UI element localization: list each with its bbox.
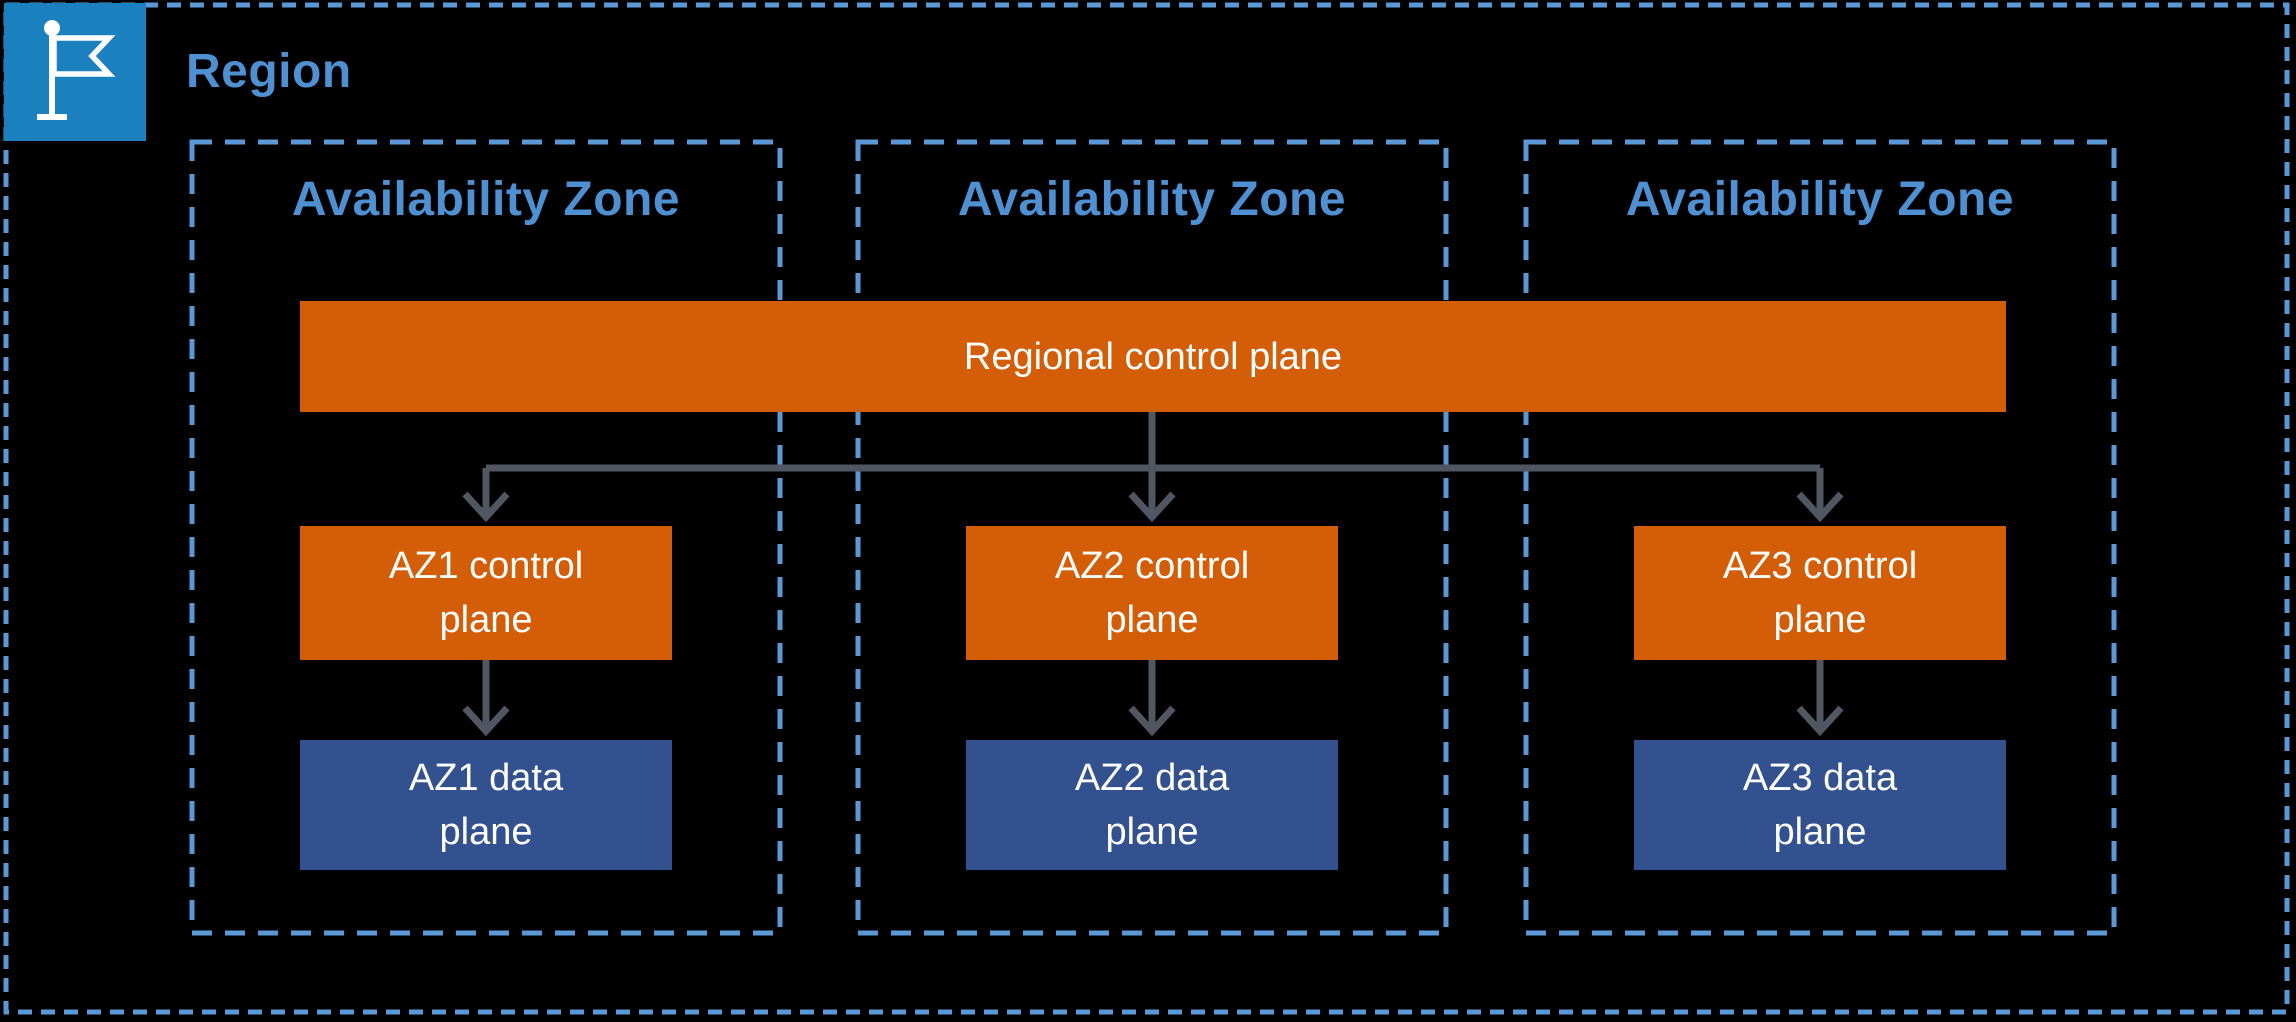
az1-data-plane-box: AZ1 data plane <box>300 740 672 870</box>
availability-zone-1-label: Availability Zone <box>291 173 681 226</box>
az1-data-plane-label: AZ1 data plane <box>408 757 564 853</box>
az3-control-plane-label: AZ3 control plane <box>1722 545 1918 641</box>
az1-control-plane-box: AZ1 control plane <box>300 526 672 660</box>
region-label: Region <box>186 45 352 98</box>
az2-data-plane-box: AZ2 data plane <box>966 740 1338 870</box>
az3-data-plane-label: AZ3 data plane <box>1742 757 1898 853</box>
az2-control-plane-label: AZ2 control plane <box>1054 545 1250 641</box>
arrowhead-az1-control-icon <box>462 491 510 523</box>
availability-zone-2-label: Availability Zone <box>957 173 1347 226</box>
regional-control-plane-box: Regional control plane <box>300 301 2006 412</box>
az2-data-plane-label: AZ2 data plane <box>1074 757 1230 853</box>
az1-control-plane-label: AZ1 control plane <box>388 545 584 641</box>
region-flag-icon <box>4 3 146 141</box>
az3-data-plane-box: AZ3 data plane <box>1634 740 2006 870</box>
arrowhead-az2-control-icon <box>1128 491 1176 523</box>
az3-control-plane-box: AZ3 control plane <box>1634 526 2006 660</box>
availability-zone-3-label: Availability Zone <box>1625 173 2015 226</box>
arrowhead-az2-data-icon <box>1128 705 1176 737</box>
arrowhead-az1-data-icon <box>462 705 510 737</box>
az2-control-plane-box: AZ2 control plane <box>966 526 1338 660</box>
regional-control-plane-label: Regional control plane <box>963 335 1343 378</box>
arrowhead-az3-data-icon <box>1796 705 1844 737</box>
flag-glyph <box>37 20 116 120</box>
arrowhead-az3-control-icon <box>1796 491 1844 523</box>
